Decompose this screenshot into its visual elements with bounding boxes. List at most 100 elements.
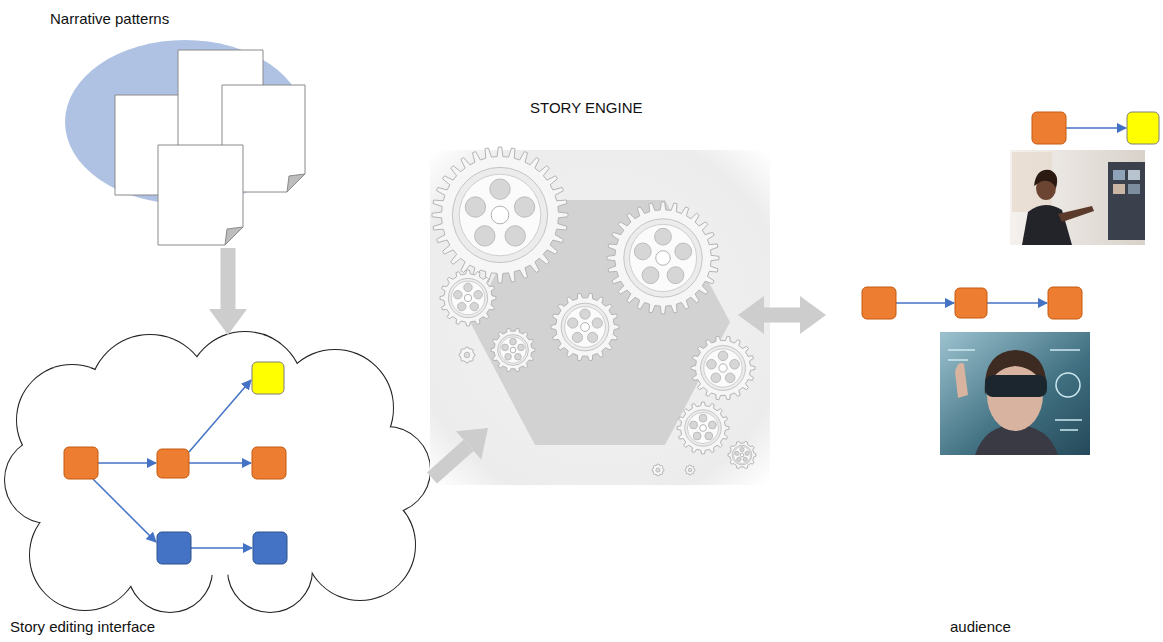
photo-screen [1108, 162, 1145, 240]
gear-hub [719, 364, 727, 372]
gear-hole [699, 414, 707, 422]
node-label: Story editing interface [10, 618, 155, 635]
engine-panel [430, 150, 770, 485]
gear-hole [518, 344, 525, 351]
arrow-head [800, 296, 826, 334]
node-label: audience [950, 618, 1011, 635]
paper-sheet [158, 145, 243, 245]
gear-body [459, 347, 475, 363]
gear-rim [498, 335, 529, 366]
engine-hexagon [470, 200, 730, 445]
gear-web [459, 174, 541, 256]
photo-tile [1113, 184, 1125, 194]
cloud-outline [5, 332, 430, 612]
gear-body [691, 336, 755, 399]
photo-interface [1056, 373, 1080, 397]
gear-hub [464, 294, 471, 301]
gear-web [451, 281, 485, 315]
gear-rim [561, 303, 609, 351]
gear-hole [515, 353, 522, 360]
gear-body [491, 328, 535, 371]
photo-person [1022, 205, 1072, 245]
gear-hole [675, 243, 692, 260]
gear-rim [701, 346, 746, 391]
gear-hole [642, 267, 659, 284]
photo-hair [1034, 170, 1057, 188]
gear-hole [568, 318, 578, 328]
gear-web [734, 447, 751, 464]
arrow-head [456, 428, 488, 459]
arrow-head [209, 309, 247, 335]
node-label: STORY ENGINE [530, 99, 643, 116]
gear [607, 202, 719, 314]
story-step [862, 287, 896, 319]
story-step [1127, 112, 1159, 144]
node-label: Narrative patterns [50, 10, 169, 27]
story-step [252, 447, 286, 479]
gear-hole [514, 197, 534, 217]
gear-hub [688, 468, 692, 472]
story-step [157, 532, 191, 564]
gear [677, 402, 729, 454]
gear-hole [475, 226, 495, 246]
cloud-fill [5, 332, 430, 612]
gear-hole [693, 432, 701, 440]
flow-arrow [738, 296, 826, 334]
gear [432, 147, 568, 283]
graph-arrow [189, 380, 251, 452]
gear-hole [470, 302, 478, 310]
audience-graph [862, 112, 1159, 319]
gear-body [432, 147, 568, 283]
gear-hole [505, 226, 525, 246]
gear-hole [572, 332, 582, 342]
gear-hole [730, 359, 740, 369]
gear-hub [700, 425, 707, 432]
gear-web [565, 307, 606, 348]
photo-tile [1113, 170, 1125, 180]
gear-web [500, 337, 526, 363]
gear-hole [711, 373, 721, 383]
gear-hub [464, 352, 470, 358]
gear-hole [708, 421, 716, 429]
graph-arrow [896, 302, 954, 304]
gear-hole [740, 448, 744, 452]
gear [551, 293, 619, 360]
gear-hub [656, 468, 660, 472]
graph-arrow [1066, 127, 1126, 129]
gear-hole [743, 457, 747, 461]
arrow-shaft [427, 440, 474, 484]
gear-body [685, 465, 695, 475]
gear-hole [705, 432, 713, 440]
photo-tile [1128, 184, 1140, 194]
photo-interface [948, 350, 1082, 430]
story-step [1048, 287, 1082, 319]
graph-arrow [189, 462, 251, 464]
gear-hole [667, 267, 684, 284]
flow-arrow [209, 248, 247, 335]
gear-body [607, 202, 719, 314]
gear-hole [707, 359, 717, 369]
gear [440, 270, 496, 326]
gear-hub [740, 453, 744, 457]
story-graph [64, 362, 287, 564]
photo-tile [1128, 170, 1140, 180]
arrow-shaft [764, 308, 800, 323]
gear-body [728, 441, 756, 468]
paper-fold [287, 174, 305, 192]
gear-hole [458, 302, 466, 310]
gear-rim [624, 219, 702, 297]
flow-arrow [427, 428, 488, 484]
gear-web [704, 349, 742, 387]
story-step [1032, 112, 1066, 144]
gear-hole [505, 353, 512, 360]
graph-arrow [987, 302, 1047, 304]
audience-group: audience [826, 95, 1160, 640]
gear-hole [465, 197, 485, 217]
photo-ground [940, 332, 1090, 455]
graph-arrow [93, 479, 156, 542]
gear-rim [732, 445, 752, 465]
paper-pile [115, 50, 305, 245]
